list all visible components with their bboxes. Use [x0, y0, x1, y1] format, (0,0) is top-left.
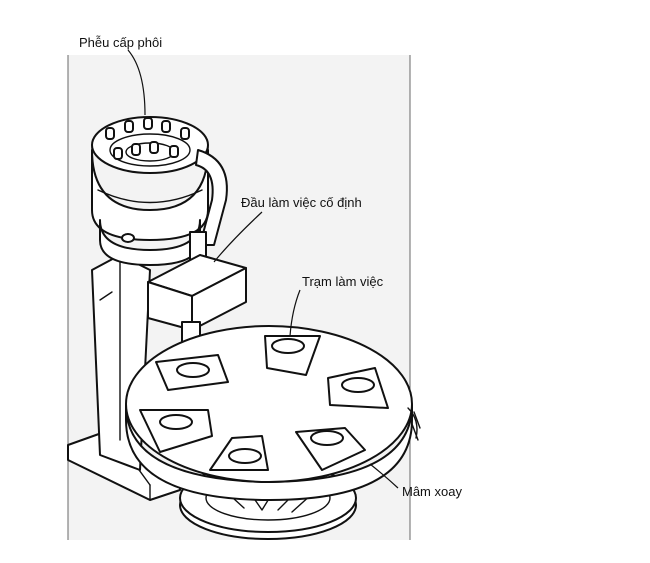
hopper-label: Phễu cấp phôi [79, 35, 162, 50]
workstation-5 [295, 427, 366, 471]
rotary-table-label: Mâm xoay [402, 484, 462, 499]
workstation-label: Trạm làm việc [302, 274, 384, 289]
workstation-3 [327, 367, 389, 409]
workstation-1 [155, 354, 229, 391]
leader-lines [127, 49, 399, 489]
workstation-2 [264, 335, 321, 376]
workstation-4 [139, 409, 213, 453]
workstation-6 [209, 435, 269, 471]
fixed-head-label: Đầu làm việc cố định [241, 195, 362, 210]
hopper-parts [105, 117, 190, 160]
workstations [139, 335, 389, 471]
